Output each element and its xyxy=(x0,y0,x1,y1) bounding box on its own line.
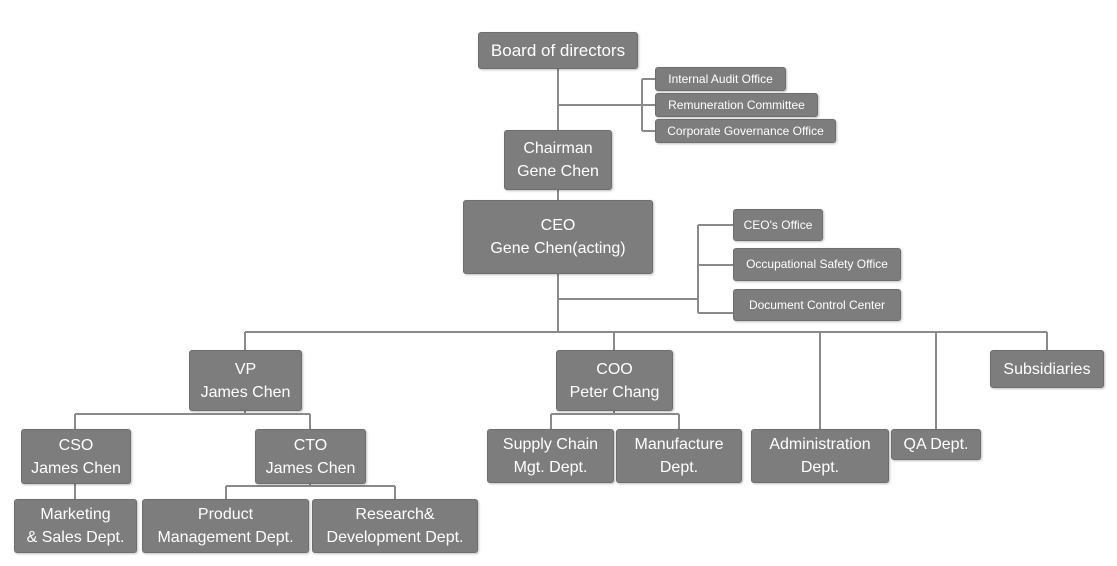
corporate-governance-office-node: Corporate Governance Office xyxy=(655,119,836,143)
subsidiaries-node: Subsidiaries xyxy=(990,350,1104,388)
chairman-node: Chairman Gene Chen xyxy=(504,130,612,190)
vp-node: VP James Chen xyxy=(189,350,302,411)
supply-chain-dept-node: Supply Chain Mgt. Dept. xyxy=(487,429,614,483)
ceo-node: CEO Gene Chen(acting) xyxy=(463,200,653,274)
remuneration-committee-node: Remuneration Committee xyxy=(655,93,818,117)
cto-node: CTO James Chen xyxy=(255,429,366,484)
research-development-dept-node: Research& Development Dept. xyxy=(312,499,478,553)
internal-audit-office-node: Internal Audit Office xyxy=(655,67,786,91)
manufacture-dept-node: Manufacture Dept. xyxy=(616,429,742,483)
document-control-center-node: Document Control Center xyxy=(733,289,901,321)
product-management-dept-node: Product Management Dept. xyxy=(142,499,309,553)
board-of-directors-node: Board of directors xyxy=(478,32,638,69)
occupational-safety-office-node: Occupational Safety Office xyxy=(733,248,901,281)
cso-node: CSO James Chen xyxy=(21,429,131,484)
marketing-sales-dept-node: Marketing & Sales Dept. xyxy=(14,499,137,553)
administration-dept-node: Administration Dept. xyxy=(751,429,889,483)
ceo-office-node: CEO's Office xyxy=(733,209,823,241)
qa-dept-node: QA Dept. xyxy=(891,429,981,460)
coo-node: COO Peter Chang xyxy=(556,350,673,411)
